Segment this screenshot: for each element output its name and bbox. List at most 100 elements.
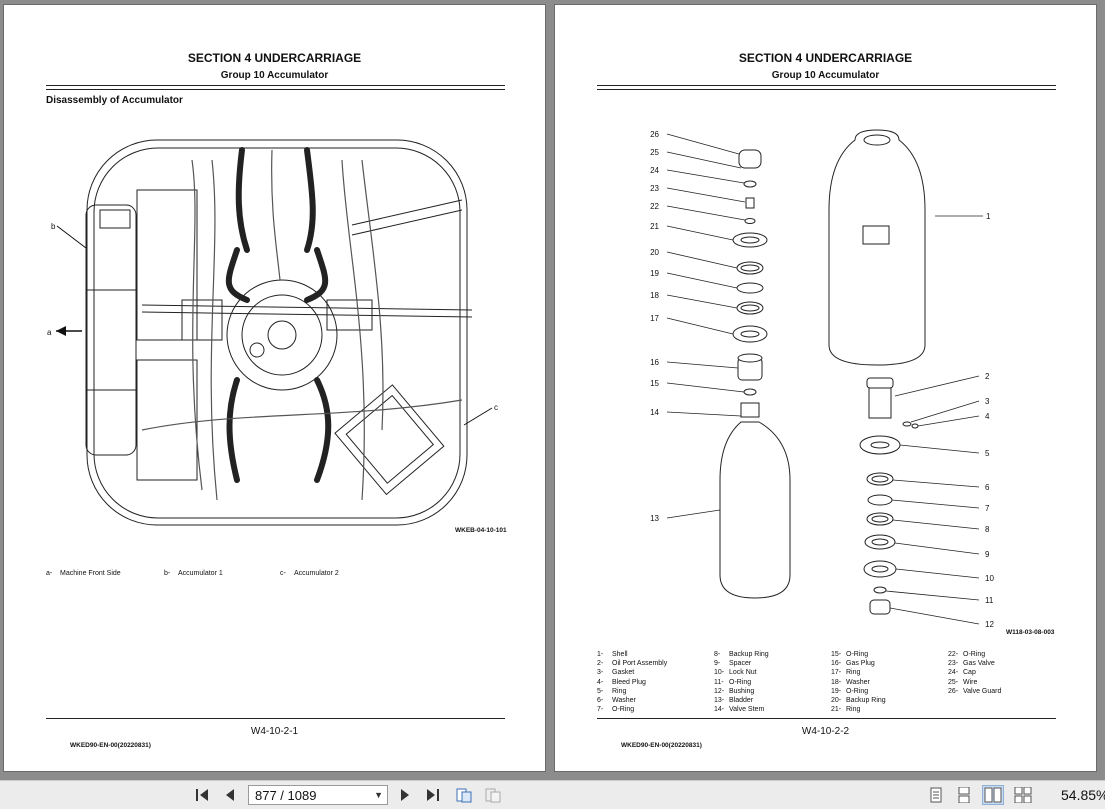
- last-page-button[interactable]: [423, 785, 443, 805]
- callout-c: c: [494, 403, 498, 412]
- legend-item: 12-Bushing: [714, 687, 755, 695]
- callout-7: 7: [985, 504, 990, 513]
- legend-item: 19-O-Ring: [831, 687, 869, 695]
- callout-12: 12: [985, 620, 994, 629]
- caption-b: b-Accumulator 1: [164, 570, 223, 577]
- callout-14: 14: [650, 408, 659, 417]
- legend-item: 8-Backup Ring: [714, 651, 769, 658]
- caption-c: c-Accumulator 2: [280, 570, 339, 577]
- legend-item: 17-Ring: [831, 669, 861, 677]
- callout-6: 6: [985, 483, 990, 492]
- callout-b: b: [51, 222, 56, 231]
- callout-numbers: 26 25 24 23 22 21 20 19 18 17 16 15 14 1…: [650, 130, 994, 629]
- rotate-icon: [456, 788, 472, 803]
- fit-button[interactable]: [483, 785, 503, 805]
- doc-id: WKED90-EN-00(20220831): [70, 742, 151, 749]
- callout-10: 10: [985, 574, 994, 583]
- group-title: Group 10 Accumulator: [771, 70, 880, 81]
- continuous-icon: [958, 787, 970, 803]
- last-page-icon: [427, 789, 439, 801]
- callout-22: 22: [650, 202, 659, 211]
- legend-item: 3-Gasket: [597, 669, 635, 677]
- legend-item: 23-Gas Valve: [948, 660, 995, 668]
- callout-8: 8: [985, 525, 990, 534]
- legend-item: 16-Gas Plug: [831, 660, 875, 668]
- legend-item: 21-Ring: [831, 706, 861, 714]
- header-rule: [46, 85, 505, 90]
- callout-23: 23: [650, 184, 659, 193]
- accumulator-location-drawing: b a c: [47, 139, 498, 526]
- callout-24: 24: [650, 166, 659, 175]
- page-number-input[interactable]: 877 / 1089 ▼: [248, 785, 388, 805]
- callout-15: 15: [650, 379, 659, 388]
- callout-4: 4: [985, 412, 990, 421]
- callout-1: 1: [986, 212, 991, 221]
- legend-item: 14-Valve Stem: [714, 706, 765, 714]
- two-page-icon: [984, 787, 1002, 803]
- figure-id: WKEB-04-10-101: [455, 527, 507, 534]
- document-page-right: SECTION 4 UNDERCARRIAGE Group 10 Accumul…: [554, 4, 1097, 772]
- accumulator-exploded-view: 26 25 24 23 22 21 20 19 18 17 16 15 14 1…: [650, 129, 994, 629]
- single-page-icon: [930, 787, 942, 803]
- legend-item: 22-O-Ring: [948, 651, 986, 658]
- parts-legend: 1-Shell 2-Oil Port Assembly 3-Gasket 4-B…: [597, 650, 1017, 715]
- callout-11: 11: [985, 596, 994, 605]
- legend-item: 26-Valve Guard: [948, 687, 1002, 695]
- single-page-view-button[interactable]: [925, 785, 947, 805]
- next-page-icon: [401, 789, 409, 801]
- zoom-level[interactable]: 54.85%: [1061, 787, 1105, 803]
- viewer-toolbar: 877 / 1089 ▼ 54.85%: [0, 780, 1105, 809]
- legend-item: 18-Washer: [831, 678, 870, 686]
- doc-id: WKED90-EN-00(20220831): [621, 742, 702, 749]
- footer-rule: [597, 718, 1056, 719]
- caption-a: a-Machine Front Side: [46, 570, 121, 577]
- callout-2: 2: [985, 372, 990, 381]
- callout-17: 17: [650, 314, 659, 323]
- fit-icon: [485, 788, 501, 803]
- prev-page-button[interactable]: [220, 785, 240, 805]
- document-page-left: SECTION 4 UNDERCARRIAGE Group 10 Accumul…: [3, 4, 546, 772]
- section-title: SECTION 4 UNDERCARRIAGE: [187, 51, 362, 65]
- legend-item: 5-Ring: [597, 687, 627, 695]
- chevron-down-icon[interactable]: ▼: [374, 790, 383, 800]
- callout-9: 9: [985, 550, 990, 559]
- legend-item: 15-O-Ring: [831, 651, 869, 658]
- figure-id: W118-03-08-003: [1006, 629, 1055, 636]
- prev-page-icon: [226, 789, 234, 801]
- legend-item: 11-O-Ring: [714, 678, 752, 686]
- legend-item: 25-Wire: [948, 678, 978, 686]
- callout-25: 25: [650, 148, 659, 157]
- legend-column: 1-Shell 2-Oil Port Assembly 3-Gasket 4-B…: [597, 650, 715, 714]
- two-page-continuous-icon: [1014, 787, 1032, 803]
- two-page-view-button[interactable]: [982, 785, 1004, 805]
- callout-a: a: [47, 328, 52, 337]
- legend-item: 2-Oil Port Assembly: [597, 660, 668, 668]
- first-page-icon: [196, 789, 208, 801]
- callout-20: 20: [650, 248, 659, 257]
- legend-item: 1-Shell: [597, 651, 628, 658]
- legend-item: 4-Bleed Plug: [597, 678, 646, 686]
- legend-item: 10-Lock Nut: [714, 669, 757, 677]
- first-page-button[interactable]: [192, 785, 212, 805]
- legend-column: 8-Backup Ring 9-Spacer 10-Lock Nut 11-O-…: [714, 650, 832, 714]
- callout-18: 18: [650, 291, 659, 300]
- callout-19: 19: [650, 269, 659, 278]
- legend-item: 9-Spacer: [714, 660, 752, 668]
- callout-3: 3: [985, 397, 990, 406]
- page-number: W4-10-2-2: [801, 726, 850, 737]
- legend-column: 15-O-Ring 16-Gas Plug 17-Ring 18-Washer …: [831, 650, 949, 714]
- legend-item: 24-Cap: [948, 669, 976, 677]
- group-title: Group 10 Accumulator: [220, 70, 329, 81]
- callout-5: 5: [985, 449, 990, 458]
- callout-21: 21: [650, 222, 659, 231]
- page-number: W4-10-2-1: [250, 726, 299, 737]
- page-indicator: 877 / 1089: [255, 787, 317, 803]
- continuous-view-button[interactable]: [953, 785, 975, 805]
- subtitle: Disassembly of Accumulator: [46, 95, 183, 106]
- header-rule: [597, 85, 1056, 90]
- legend-item: 7-O-Ring: [597, 706, 635, 714]
- rotate-button[interactable]: [454, 785, 474, 805]
- section-title: SECTION 4 UNDERCARRIAGE: [738, 51, 913, 65]
- two-page-continuous-view-button[interactable]: [1012, 785, 1034, 805]
- next-page-button[interactable]: [395, 785, 415, 805]
